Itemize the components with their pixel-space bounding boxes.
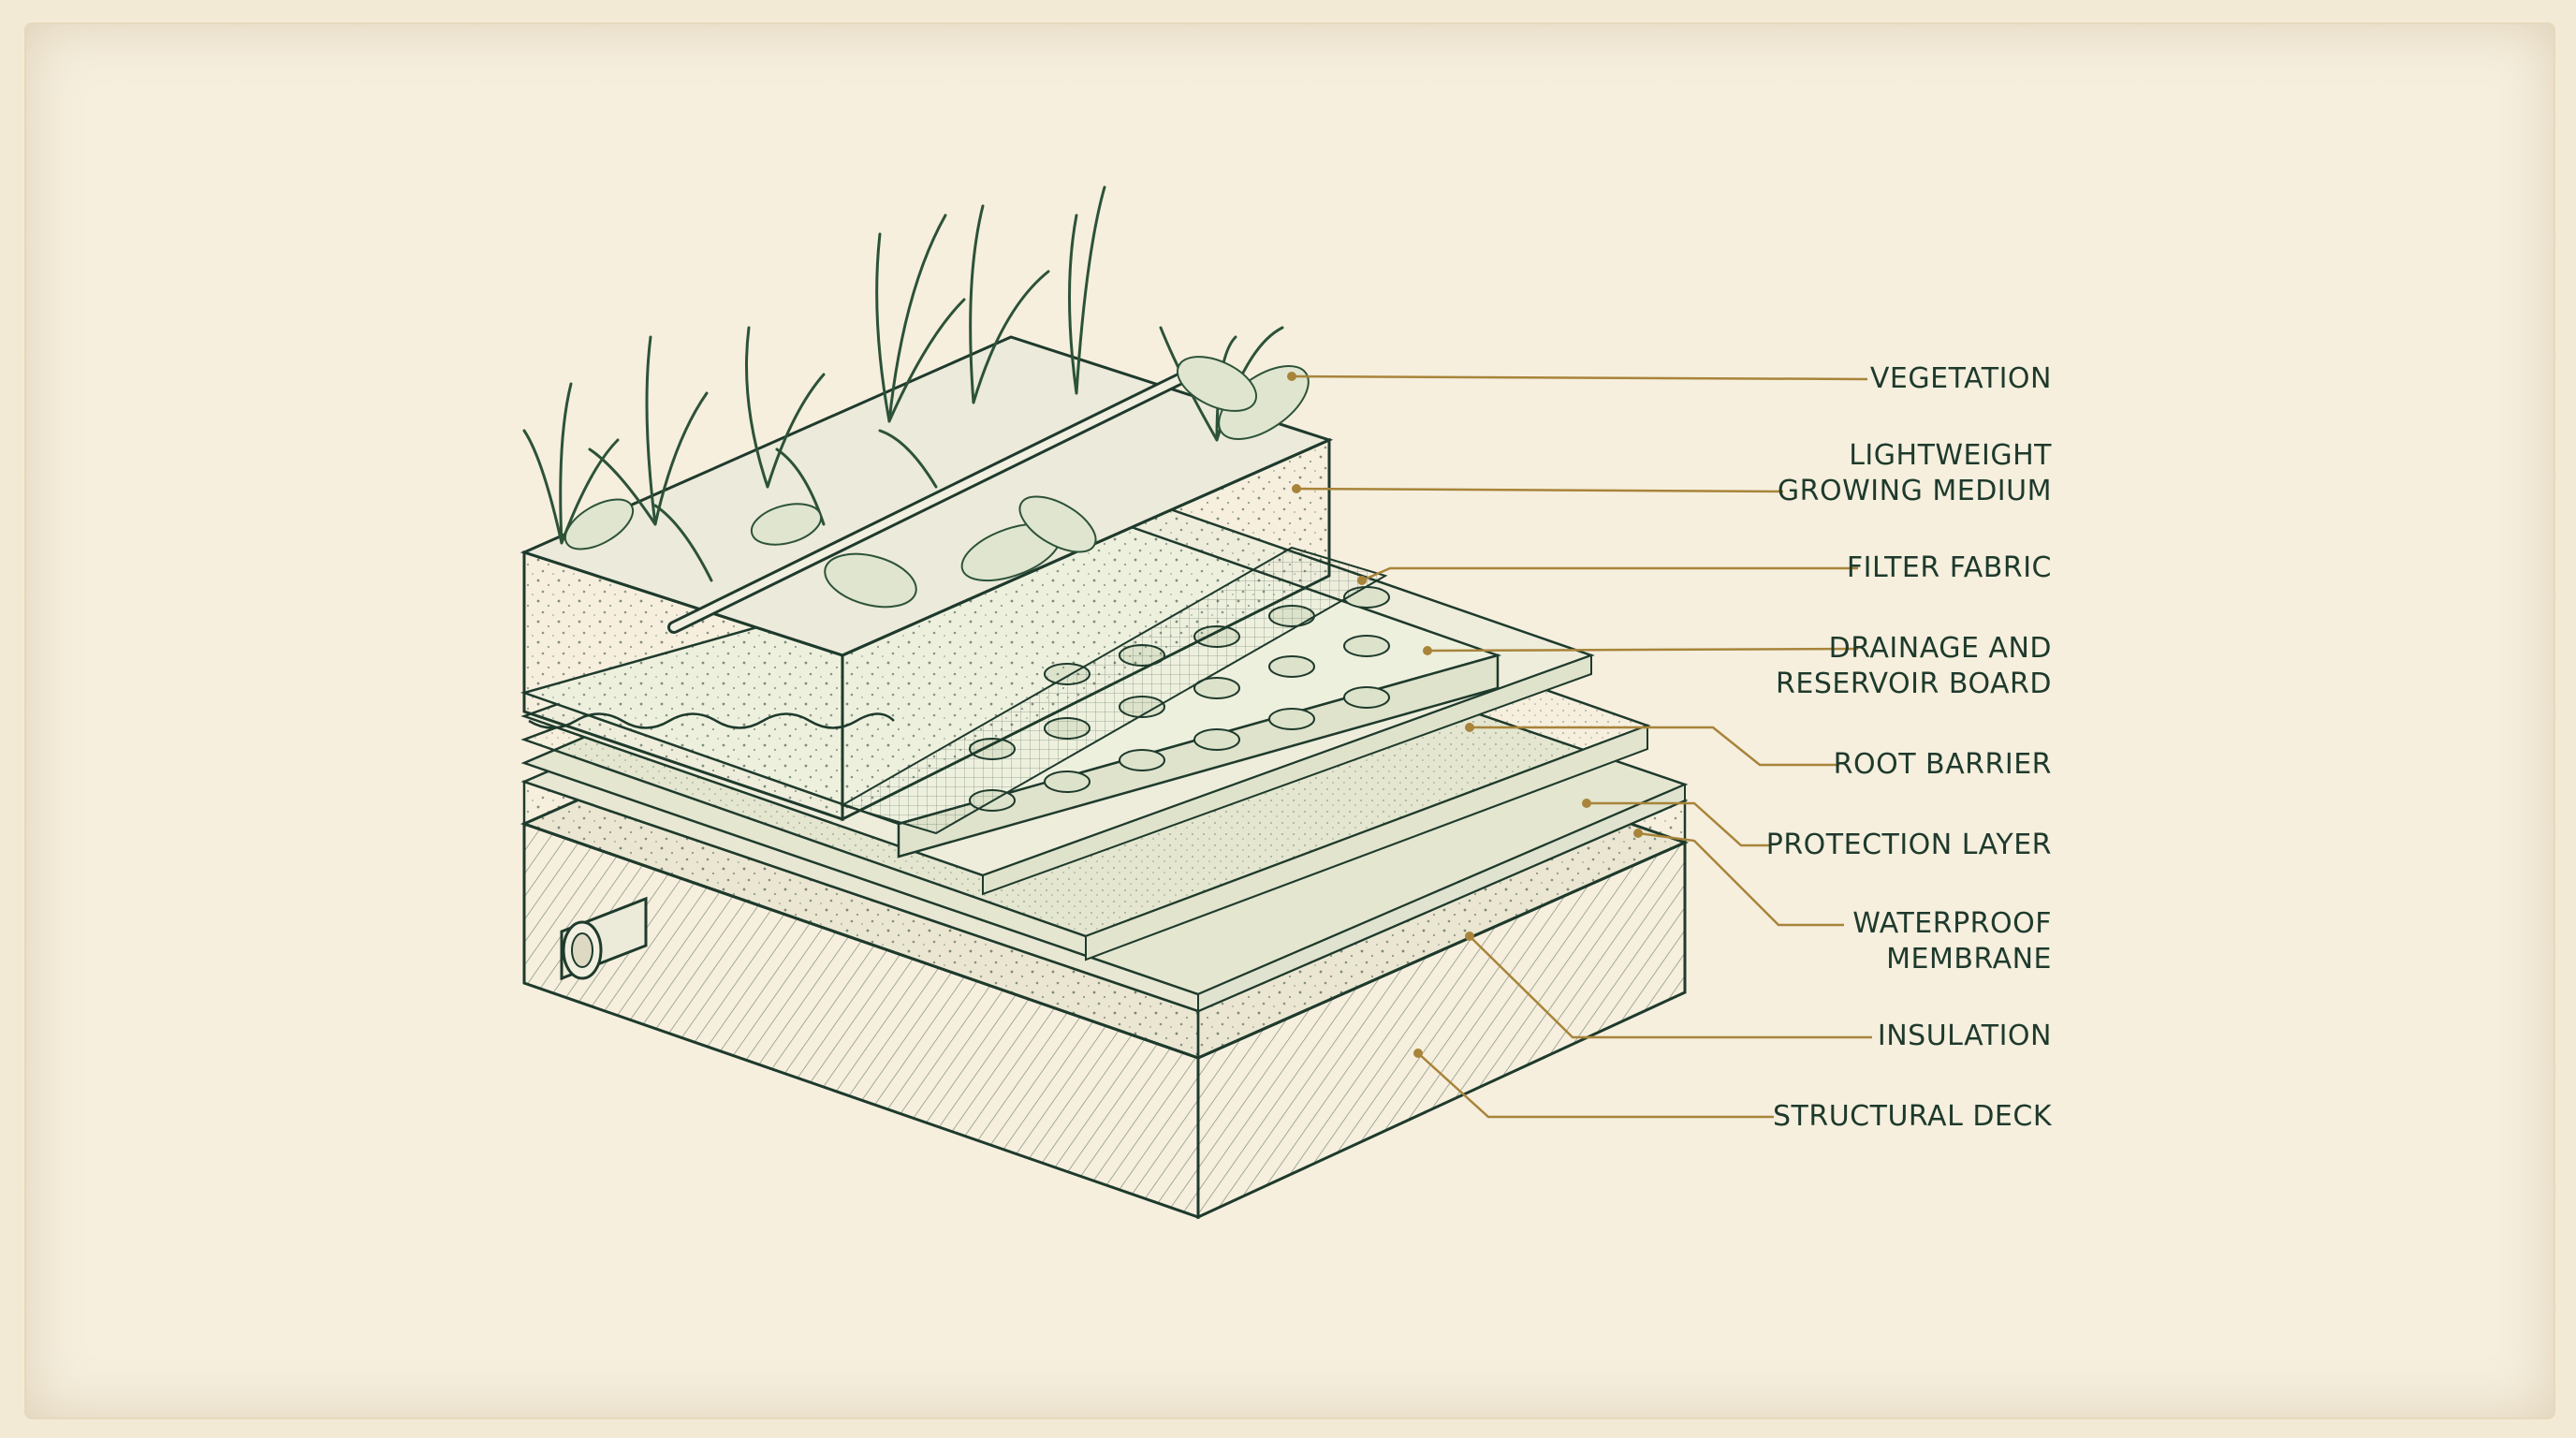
- leader-structural-deck: [1417, 1052, 1774, 1119]
- label-drainage-board: DRAINAGE AND RESERVOIR BOARD: [1776, 632, 2052, 700]
- drain-pipe: [560, 896, 648, 981]
- leader-protection-layer: [1587, 801, 1769, 847]
- irrigation-pipe: [667, 373, 1186, 634]
- leader-vegetation: [1291, 374, 1868, 381]
- label-protection-layer: PROTECTION LAYER: [1765, 829, 2052, 861]
- label-structural-deck: STRUCTURAL DECK: [1773, 1100, 2052, 1133]
- leader-growing-medium: [1295, 487, 1784, 493]
- vegetation-plants: [522, 185, 1284, 582]
- leader-filter-fabric: [1361, 566, 1858, 582]
- leader-root-barrier: [1470, 726, 1839, 767]
- leader-drainage-board: [1427, 647, 1859, 653]
- label-growing-medium: LIGHTWEIGHT GROWING MEDIUM: [1777, 439, 2052, 507]
- label-root-barrier: ROOT BARRIER: [1833, 748, 2052, 781]
- label-vegetation: VEGETATION: [1869, 362, 2052, 395]
- leader-waterproof-membrane: [1637, 831, 1844, 927]
- label-insulation: INSULATION: [1877, 1020, 2052, 1052]
- leader-dots: [1287, 372, 1643, 1058]
- vegetation-leaves: [564, 356, 1310, 609]
- leader-lines: [1291, 374, 1872, 1119]
- leader-insulation: [1469, 935, 1872, 1039]
- label-waterproof-membrane: WATERPROOF MEMBRANE: [1852, 907, 2052, 976]
- label-filter-fabric: FILTER FABRIC: [1846, 551, 2052, 584]
